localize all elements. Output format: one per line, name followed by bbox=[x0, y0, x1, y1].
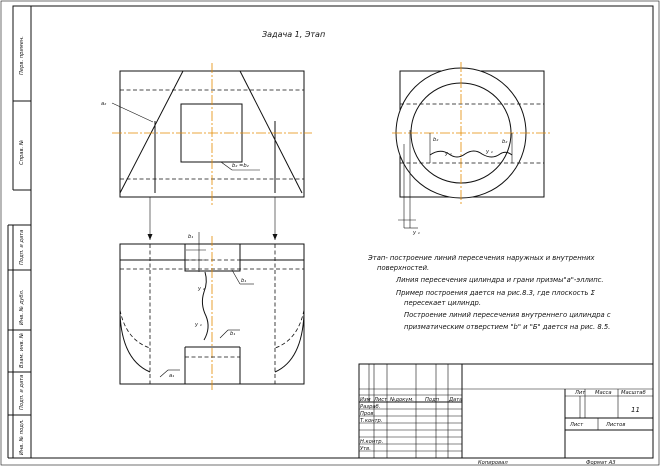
tb-utv: Утв. bbox=[360, 446, 371, 452]
tb-sheet-no: 11 bbox=[631, 406, 640, 414]
tb-izm: Изм bbox=[360, 397, 371, 403]
label-front-y-bottom: y ₁ bbox=[194, 322, 202, 328]
tb-sheet: Лист bbox=[569, 422, 584, 428]
tb-mass: Масса bbox=[595, 390, 612, 396]
label-y-small: y ₁ bbox=[412, 230, 420, 236]
stamp-sprav: Справ. № bbox=[19, 140, 25, 165]
tb-lit: Лит bbox=[574, 390, 586, 396]
front-view bbox=[119, 232, 305, 392]
label-b2-eq: b₂ =b₂ bbox=[232, 163, 249, 169]
label-a2: a₂ bbox=[101, 101, 106, 107]
tb-prov: Пров. bbox=[360, 411, 375, 417]
side-view bbox=[392, 62, 552, 229]
task-title: Задача 1, Этап bbox=[262, 30, 325, 39]
stamp-vzam: Взам. инв. № bbox=[19, 333, 25, 368]
note-line1: Этап- построение линий пересечения наруж… bbox=[368, 254, 595, 262]
stamp-perv: Перв. примен. bbox=[19, 36, 25, 75]
note-line3b: пересекает цилиндр. bbox=[404, 299, 482, 307]
label-y-left: y ₁ bbox=[444, 151, 452, 157]
note-line3: Пример построения дается на рис.8.3, где… bbox=[396, 289, 595, 297]
tb-nkontr: Н.контр. bbox=[360, 439, 383, 445]
footer-format: Формат А3 bbox=[586, 460, 616, 466]
label-front-b-lower: b₁ bbox=[230, 331, 235, 337]
note-line1b: поверхностей. bbox=[377, 264, 430, 272]
stamp-podp1: Подп. и дата bbox=[19, 230, 25, 265]
tb-sheets: Листов bbox=[605, 422, 625, 428]
tb-date: Дата bbox=[448, 397, 462, 403]
title-block bbox=[358, 363, 654, 459]
label-y-right: y ₁ bbox=[485, 149, 493, 155]
label-front-b: b₁ bbox=[241, 278, 246, 284]
side-stamp: Перв. примен. Справ. № Подп. и дата Инв.… bbox=[7, 5, 32, 459]
stamp-podl: Инв. № подл. bbox=[19, 419, 25, 455]
tb-sign: Подп bbox=[425, 397, 440, 403]
stamp-podp2: Подп. и дата bbox=[19, 375, 25, 410]
top-view bbox=[111, 63, 312, 205]
tb-tkontr: Т.контр. bbox=[360, 418, 382, 424]
label-front-a: a₁ bbox=[169, 373, 174, 379]
tb-list: Лист bbox=[373, 397, 388, 403]
label-b2-right: b₂ bbox=[502, 139, 507, 145]
footer-copied: Копировал bbox=[478, 460, 508, 466]
label-front-y-top: y ₁ bbox=[197, 286, 205, 292]
tb-razrab: Разраб. bbox=[360, 404, 380, 410]
label-front-b-small: b₁ bbox=[188, 234, 193, 240]
projection-lines bbox=[147, 197, 278, 240]
inner-frame bbox=[30, 5, 654, 459]
stamp-dubl: Инв. № дубл. bbox=[19, 290, 25, 326]
tb-scale: Масштаб bbox=[621, 390, 646, 396]
tb-doc: №докум. bbox=[389, 397, 414, 403]
label-b2-left: b₂ bbox=[433, 137, 438, 143]
note-line4b: призматическим отверстием "b" и "Б" дает… bbox=[404, 323, 611, 331]
note-line4: Построение линий пересечения внутреннего… bbox=[404, 311, 611, 319]
note-line2: Линия пересечения цилиндра и грани призм… bbox=[396, 276, 604, 284]
